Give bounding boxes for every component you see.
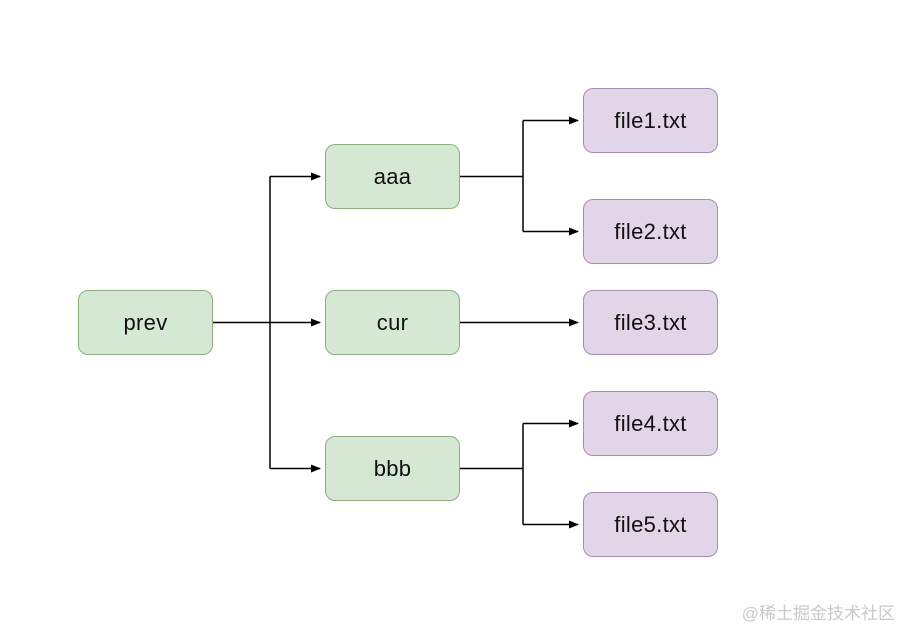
node-file5: file5.txt	[583, 492, 718, 557]
node-file3-label: file3.txt	[614, 309, 687, 335]
node-prev-label: prev	[123, 309, 168, 335]
node-file4-label: file4.txt	[614, 410, 687, 436]
node-file1: file1.txt	[583, 88, 718, 153]
node-file5-label: file5.txt	[614, 511, 687, 537]
node-file1-label: file1.txt	[614, 107, 687, 133]
node-prev: prev	[78, 290, 213, 355]
node-cur-label: cur	[376, 309, 409, 335]
node-bbb: bbb	[325, 436, 460, 501]
node-aaa-label: aaa	[373, 163, 412, 189]
node-file2: file2.txt	[583, 199, 718, 264]
node-aaa: aaa	[325, 144, 460, 209]
node-file3: file3.txt	[583, 290, 718, 355]
watermark: @稀土掘金技术社区	[741, 604, 895, 623]
node-file4: file4.txt	[583, 391, 718, 456]
node-bbb-label: bbb	[373, 455, 412, 481]
node-cur: cur	[325, 290, 460, 355]
node-file2-label: file2.txt	[614, 218, 687, 244]
